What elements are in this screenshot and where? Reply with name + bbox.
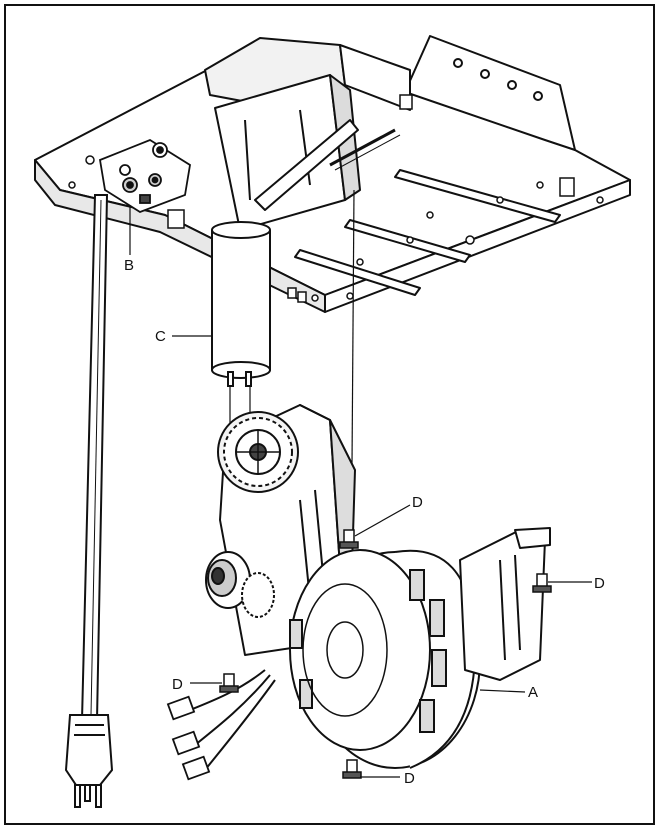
plate-holes [68,155,604,302]
output-shaft [205,551,275,618]
callout-d-upper: D [412,494,423,511]
screw-bottom [342,759,362,779]
callout-c: C [155,328,166,345]
wiring-harness [189,669,276,771]
callout-d-bottom: D [404,770,415,787]
leader-lines [129,205,592,778]
leader-d-upper [354,504,411,537]
callout-b: B [124,257,134,274]
terminal-block [98,138,191,213]
screws [219,529,552,779]
screw-right [532,573,552,593]
plate-tabs [167,94,575,303]
leader-a [479,689,526,693]
screw-left [219,673,239,693]
drive-sprocket [217,411,299,493]
callout-a: A [528,684,538,701]
callout-d-left: D [172,676,183,693]
capacitor [211,221,271,387]
wire-connectors [166,695,211,781]
power-plug [64,714,114,808]
motor-bracket [459,527,551,681]
chassis-plate [34,35,631,313]
callout-d-right: D [594,575,605,592]
motor [289,549,481,769]
screw-upper [339,529,359,549]
